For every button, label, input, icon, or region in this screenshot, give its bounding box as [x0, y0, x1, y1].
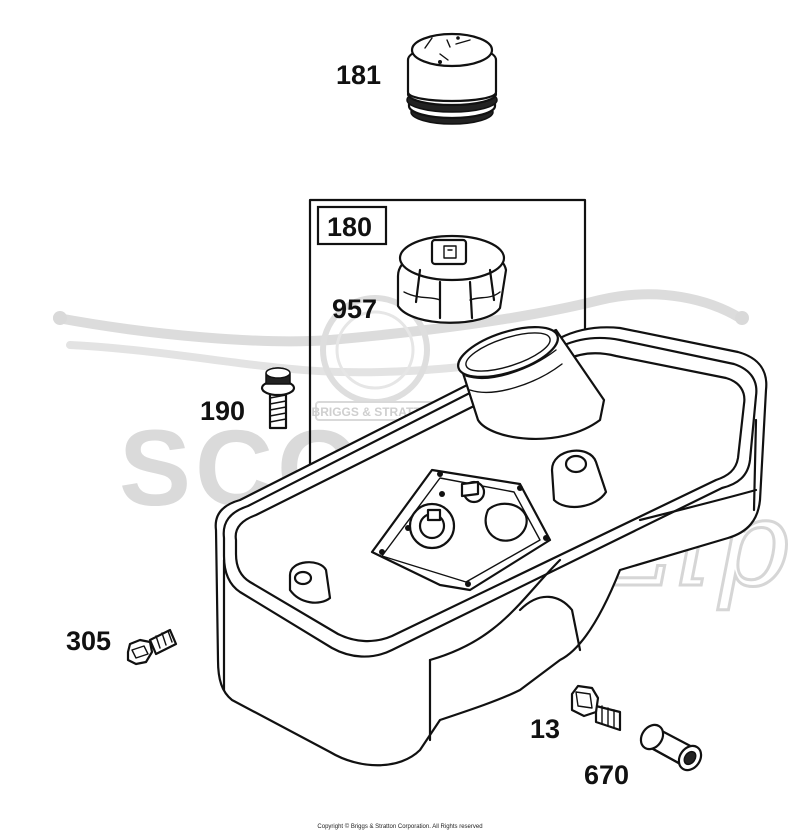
fuel-tank-body[interactable]	[214, 317, 768, 767]
part-670-spacer[interactable]	[636, 721, 705, 775]
part-label-305: 305	[66, 626, 111, 656]
part-label-670: 670	[584, 760, 629, 790]
copyright-text: Copyright © Briggs & Stratton Corporatio…	[317, 823, 482, 830]
part-180-kit-box	[308, 198, 587, 474]
part-label-180: 180	[327, 212, 372, 242]
part-label-13: 13	[530, 714, 560, 744]
part-label-190: 190	[200, 396, 245, 426]
part-label-181: 181	[336, 60, 381, 90]
part-190-screw[interactable]	[260, 367, 296, 430]
part-957-tank-cap[interactable]	[396, 234, 508, 324]
part-305-bolt[interactable]	[126, 628, 178, 666]
part-label-957: 957	[332, 294, 377, 324]
part-13-bolt[interactable]	[570, 684, 622, 732]
part-181-fuel-cap[interactable]	[406, 32, 498, 125]
